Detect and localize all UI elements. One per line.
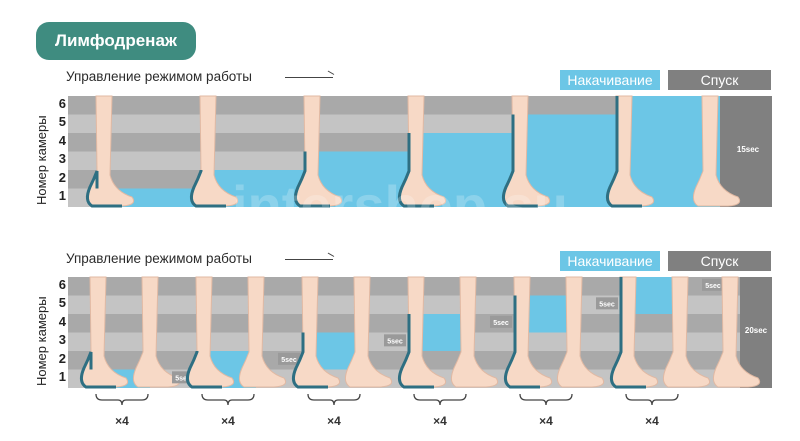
top-control-arrow xyxy=(285,77,333,78)
bottom-inflate-step-5 xyxy=(524,295,574,333)
bottom-leg-b-2 xyxy=(238,276,287,388)
bottom-note-5: 5sec xyxy=(599,301,615,308)
bottom-chamber-6: 6 xyxy=(58,277,66,292)
repeat-brace-2 xyxy=(201,393,255,406)
top-leg-6-cuff xyxy=(605,96,642,208)
repeat-brace-5 xyxy=(519,393,573,406)
bottom-note-4: 5sec xyxy=(493,320,509,327)
bottom-leg-b-4 xyxy=(450,276,499,388)
top-leg-2-cuff xyxy=(189,170,226,208)
bottom-legend-inflate: Накачивание xyxy=(560,251,660,271)
bottom-leg-b-5 xyxy=(556,276,605,388)
repeat-label-3: ×4 xyxy=(327,414,341,428)
bottom-chamber-5: 5 xyxy=(58,295,66,310)
top-chamber-2: 2 xyxy=(58,170,66,185)
bottom-chamber-4: 4 xyxy=(58,314,66,329)
top-legend-inflate: Накачивание xyxy=(560,70,660,90)
repeat-label-1: ×4 xyxy=(115,414,129,428)
bottom-note-2: 5sec xyxy=(281,357,297,364)
title-badge: Лимфодренаж xyxy=(36,22,196,60)
repeat-label-6: ×4 xyxy=(645,414,659,428)
repeat-brace-1 xyxy=(95,393,149,406)
bottom-chamber-3: 3 xyxy=(58,332,66,347)
top-chamber-6: 6 xyxy=(58,96,66,111)
bottom-end-note: 20sec xyxy=(745,326,768,335)
bottom-legend-deflate: Спуск xyxy=(668,251,771,271)
bottom-chamber-1: 1 xyxy=(58,369,66,384)
top-leg-4-cuff xyxy=(397,133,434,208)
bottom-deflate-block xyxy=(740,277,772,388)
top-band-1 xyxy=(68,96,720,115)
repeat-brace-4 xyxy=(413,393,467,406)
repeat-label-4: ×4 xyxy=(433,414,447,428)
bottom-leg-deflated xyxy=(712,276,761,388)
top-chamber-1: 1 xyxy=(58,188,66,203)
repeat-brace-6 xyxy=(625,393,679,406)
top-leg-5-cuff xyxy=(501,114,538,208)
bottom-note-block-6 xyxy=(702,278,724,291)
bottom-band-3 xyxy=(68,314,740,333)
bottom-leg-a-2-cuff xyxy=(185,351,222,389)
bottom-leg-a-1-cuff xyxy=(79,351,116,389)
top-leg-3-cuff xyxy=(293,151,330,208)
bottom-control-label: Управление режимом работы xyxy=(66,251,252,266)
bottom-note-block-2 xyxy=(278,352,300,365)
watermark-text: intershop.su xyxy=(232,174,568,237)
top-end-note: 15sec xyxy=(737,145,760,154)
top-control-label: Управление режимом работы xyxy=(66,69,252,84)
bottom-note-3: 5sec xyxy=(387,338,403,345)
repeat-brace-3 xyxy=(307,393,361,406)
bottom-leg-b-6 xyxy=(662,276,711,388)
bottom-note-6: 5sec xyxy=(705,283,721,290)
repeat-label-5: ×4 xyxy=(539,414,553,428)
top-leg-deflated xyxy=(692,95,741,207)
repeat-label-2: ×4 xyxy=(221,414,235,428)
bottom-control-arrow xyxy=(285,259,333,260)
top-chamber-3: 3 xyxy=(58,151,66,166)
bottom-leg-a-5-cuff xyxy=(503,295,540,389)
bottom-note-1: 5sec xyxy=(175,375,191,382)
bottom-note-block-3 xyxy=(384,334,406,347)
bottom-inflate-step-4 xyxy=(418,314,468,351)
bottom-note-block-4 xyxy=(490,315,512,328)
bottom-leg-a-6-cuff xyxy=(609,277,646,389)
bottom-leg-a-4-cuff xyxy=(397,314,434,389)
bottom-chamber-2: 2 xyxy=(58,351,66,366)
top-legend-deflate: Спуск xyxy=(668,70,771,90)
bottom-note-block-5 xyxy=(596,297,618,310)
bottom-leg-a-3-cuff xyxy=(291,332,328,389)
bottom-leg-b-3 xyxy=(344,276,393,388)
top-leg-1-cuff xyxy=(85,170,122,208)
top-chamber-5: 5 xyxy=(58,114,66,129)
top-chamber-4: 4 xyxy=(58,133,66,148)
top-deflate-block xyxy=(720,96,772,207)
bottom-leg-b-1 xyxy=(132,276,181,388)
